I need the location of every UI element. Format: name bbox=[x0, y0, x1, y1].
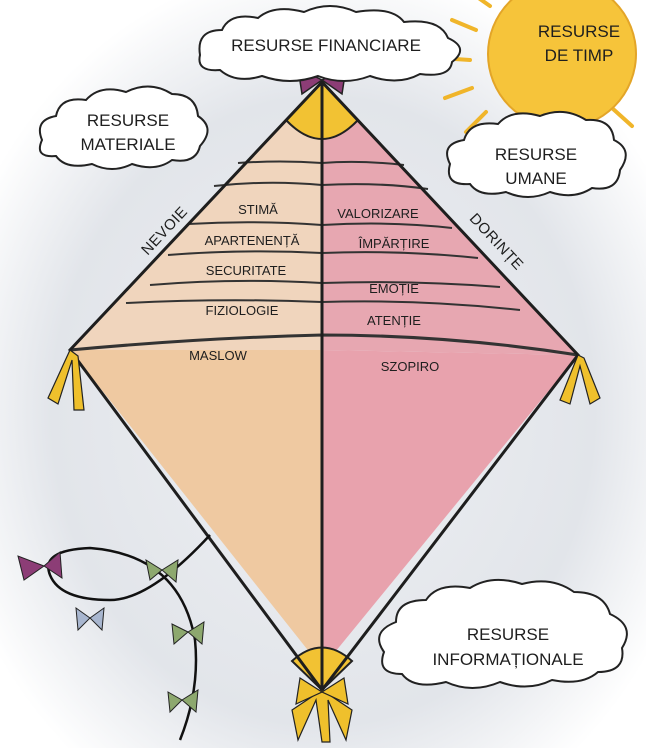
needs-item-3: SECURITATE bbox=[206, 263, 287, 278]
needs-item-2: APARTENENȚĂ bbox=[205, 233, 300, 248]
wants-item-4: ATENȚIE bbox=[367, 313, 421, 328]
cloud-material-label-line1: RESURSE bbox=[87, 111, 169, 130]
wants-item-2: ÎMPĂRȚIRE bbox=[358, 236, 430, 251]
cloud-human-label-line2: UMANE bbox=[505, 169, 566, 188]
wants-item-1: VALORIZARE bbox=[337, 206, 419, 221]
needs-item-1: STIMĂ bbox=[238, 202, 278, 217]
left-author-label: MASLOW bbox=[189, 348, 248, 363]
cloud-informational-label-line2: INFORMAȚIONALE bbox=[432, 650, 583, 669]
cloud-time-label-line2: DE TIMP bbox=[545, 46, 614, 65]
cloud-material-label-line2: MATERIALE bbox=[80, 135, 175, 154]
cloud-time-label-line1: RESURSE bbox=[538, 22, 620, 41]
cloud-informational-label-line1: RESURSE bbox=[467, 625, 549, 644]
cloud-human-label-line1: RESURSE bbox=[495, 145, 577, 164]
right-author-label: SZOPIRO bbox=[381, 359, 440, 374]
needs-item-4: FIZIOLOGIE bbox=[206, 303, 279, 318]
cloud-financial-label: RESURSE FINANCIARE bbox=[231, 36, 421, 55]
wants-item-3: EMOȚIE bbox=[369, 281, 419, 296]
